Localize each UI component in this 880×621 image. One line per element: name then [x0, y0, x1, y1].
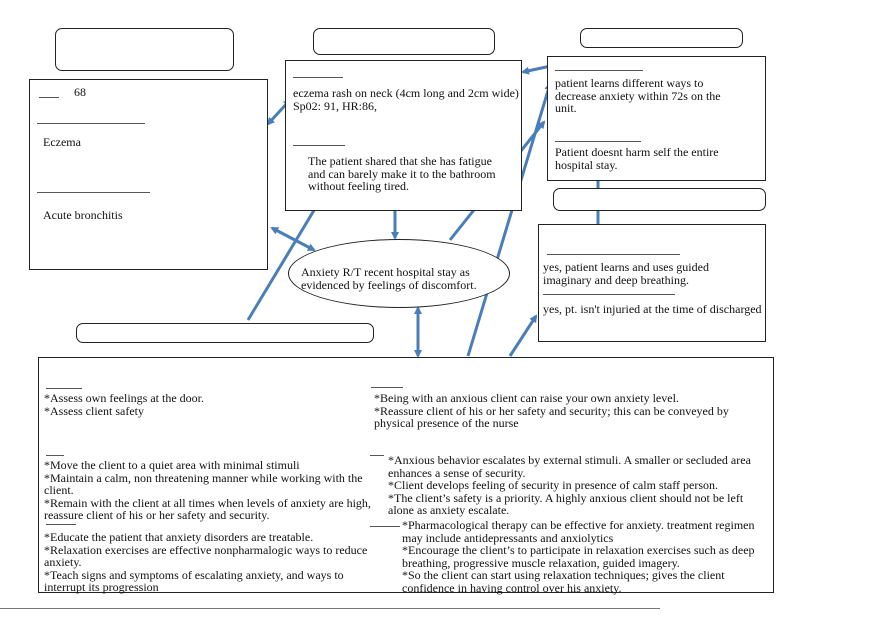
left-value: 68: [74, 85, 86, 99]
plan-panel: *Assess own feelings at the door. *Asses…: [38, 357, 774, 595]
teaching-interventions: *Educate the patient that anxiety disord…: [44, 530, 368, 594]
plan-rule-2: [371, 387, 403, 388]
arrow-plan-to-evaluation: [508, 314, 538, 357]
assessment-interventions: *Assess own feelings at the door. *Asses…: [44, 391, 204, 418]
assessment-rationale: *Being with an anxious client can raise …: [374, 391, 729, 430]
teaching-rationale: *Pharmacological therapy can be effectiv…: [402, 518, 755, 595]
header-box-left: [55, 28, 234, 71]
nursing-interventions: *Move the client to a quiet area with mi…: [44, 458, 371, 522]
goal-rule-2: [555, 141, 641, 142]
diagnosis-eczema: Eczema: [43, 135, 81, 149]
diagnosis-rule-2: [37, 192, 150, 193]
evaluation-1: yes, patient learns and uses guided imag…: [543, 260, 709, 287]
subjective-data: The patient shared that she has fatigue …: [308, 154, 496, 193]
objective-data: eczema rash on neck (4cm long and 2cm wi…: [293, 86, 519, 113]
evaluation-rule-1: [547, 254, 680, 255]
header-box-plan: [76, 323, 374, 343]
assessment-panel: eczema rash on neck (4cm long and 2cm wi…: [285, 60, 522, 211]
evaluation-2: yes, pt. isn't injuried at the time of d…: [543, 302, 762, 316]
plan-rule-1: [46, 388, 82, 389]
diagnosis-rule-1: [37, 123, 145, 124]
header-box-evaluation: [553, 188, 766, 211]
nursing-rationale: *Anxious behavior escalates by external …: [388, 453, 751, 517]
goals-panel: patient learns different ways to decreas…: [547, 56, 766, 181]
nursing-diagnosis: Anxiety R/T recent hospital stay as evid…: [301, 265, 477, 292]
nursing-diagnosis-ellipse: [288, 239, 510, 308]
arrow-left-to-diagnosis: [270, 226, 316, 252]
left-panel: 68 Eczema Acute bronchitis: [29, 79, 268, 270]
diagnosis-bronchitis: Acute bronchitis: [43, 208, 123, 222]
subjective-rule: [293, 145, 345, 146]
plan-rule-3: [46, 455, 64, 456]
header-box-right: [580, 28, 743, 48]
header-box-center: [313, 28, 495, 55]
objective-rule: [293, 77, 343, 78]
plan-rule-5: [46, 524, 76, 525]
plan-rule-6: [370, 526, 400, 527]
evaluation-panel: yes, patient learns and uses guided imag…: [538, 224, 766, 342]
footer-rule: [0, 608, 660, 609]
goal-1: patient learns different ways to decreas…: [555, 76, 721, 115]
evaluation-rule-2: [543, 294, 675, 295]
goal-rule-1: [555, 70, 643, 71]
goal-2: Patient doesnt harm self the entire hosp…: [555, 145, 719, 172]
value-rule: [39, 97, 59, 98]
plan-rule-4: [370, 455, 384, 456]
